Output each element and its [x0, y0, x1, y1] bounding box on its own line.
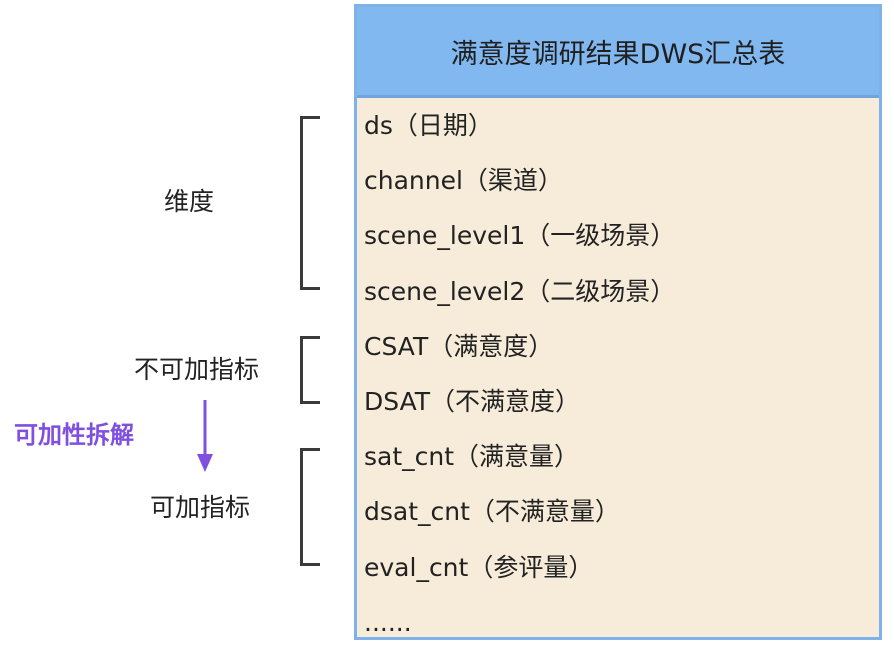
field-row-eval-cnt: eval_cnt（参评量） [364, 552, 594, 582]
field-row-scene-level1: scene_level1（一级场景） [364, 221, 676, 251]
field-row-scene-level2: scene_level2（二级场景） [364, 276, 676, 306]
field-row-ds: ds（日期） [364, 111, 493, 140]
field-list: ds（日期） channel（渠道） scene_level1（一级场景） sc… [364, 98, 879, 650]
dws-summary-table: 满意度调研结果DWS汇总表 ds（日期） channel（渠道） scene_l… [354, 4, 882, 640]
non-additive-label: 不可加指标 [134, 355, 260, 384]
field-row-channel: channel（渠道） [364, 166, 563, 196]
field-row-ellipsis: ...... [364, 607, 412, 637]
table-title: 满意度调研结果DWS汇总表 [357, 7, 879, 98]
additive-bracket [300, 448, 320, 566]
field-row-dsat: DSAT（不满意度） [364, 386, 581, 416]
field-row-sat-cnt: sat_cnt（满意量） [364, 442, 580, 472]
additive-label: 可加指标 [150, 493, 251, 522]
additive-decomposition-label: 可加性拆解 [14, 421, 134, 449]
field-row-dsat-cnt: dsat_cnt（不满意量） [364, 497, 620, 527]
non-additive-bracket [300, 336, 320, 404]
down-arrow-icon [197, 400, 213, 472]
dimensions-label: 维度 [164, 187, 215, 216]
dimensions-bracket [300, 116, 320, 290]
field-row-csat: CSAT（满意度） [364, 331, 554, 361]
